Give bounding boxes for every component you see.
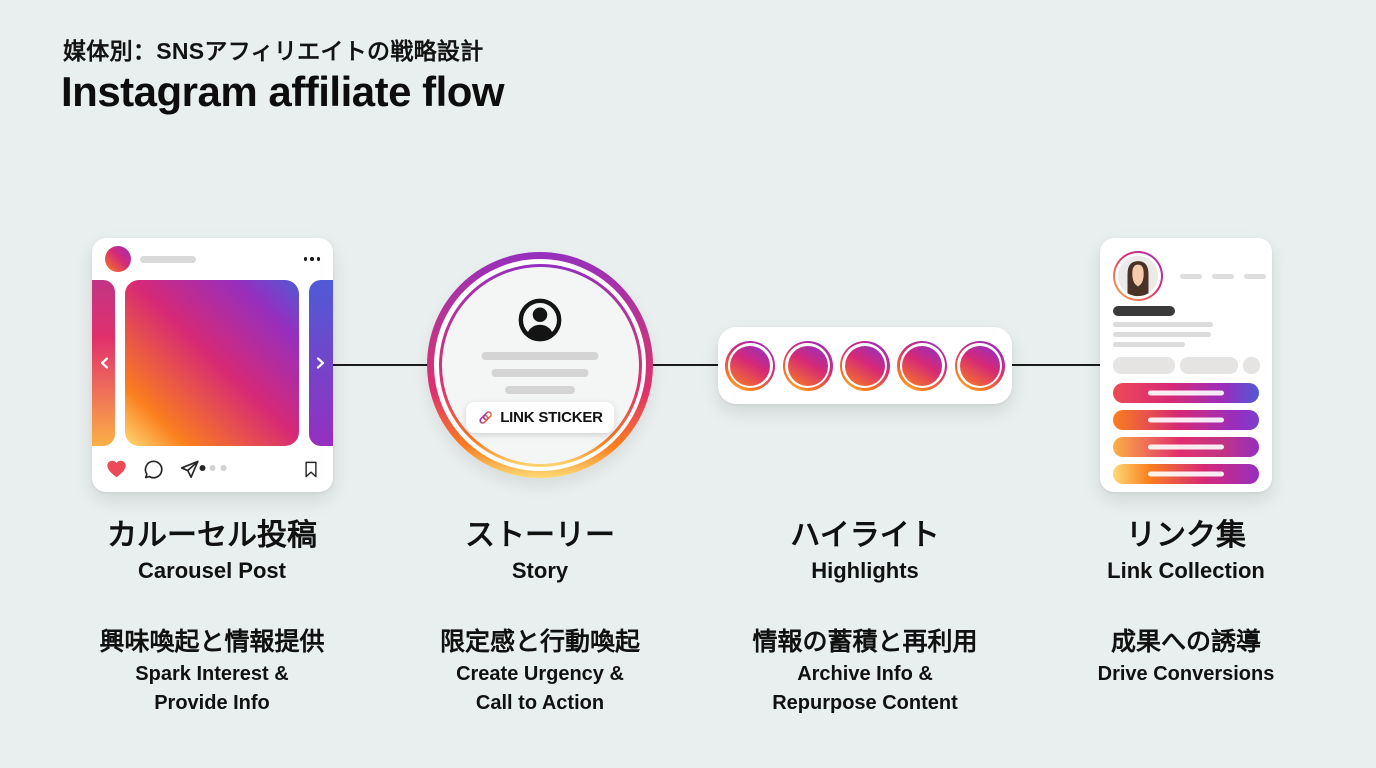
carousel-pagination-dots	[199, 465, 226, 471]
step-purpose-jp: 限定感と行動喚起	[439, 628, 640, 656]
link-collection-mockup	[1100, 238, 1272, 492]
carousel-slides	[92, 280, 333, 446]
profile-avatar[interactable]	[105, 246, 131, 272]
username-placeholder	[140, 255, 196, 263]
post-action-bar	[92, 446, 333, 492]
flow-connector	[1012, 364, 1100, 366]
stats-placeholder	[1180, 274, 1266, 279]
bio-placeholder	[1113, 332, 1211, 337]
step-purpose-en: Spark Interest & Provide Info	[135, 663, 289, 714]
step-name-jp: カルーセル投稿	[107, 519, 317, 552]
step-purpose-jp: 情報の蓄積と再利用	[752, 628, 978, 656]
step-name-jp: ストーリー	[465, 519, 615, 552]
link-button[interactable]	[1113, 437, 1259, 457]
step-label-link-collection: リンク集 Link Collection	[1026, 516, 1346, 586]
share-icon[interactable]	[179, 459, 200, 480]
highlight-circle[interactable]	[725, 340, 776, 391]
step-name-en: Highlights	[811, 558, 919, 583]
step-name-en: Carousel Post	[138, 558, 286, 583]
step-purpose-en: Drive Conversions	[1097, 663, 1275, 685]
story-text-placeholder	[505, 386, 575, 394]
link-button[interactable]	[1113, 410, 1259, 430]
highlight-circle[interactable]	[839, 340, 890, 391]
highlight-circle[interactable]	[897, 340, 948, 391]
story-text-placeholder	[481, 352, 599, 360]
action-button-placeholder[interactable]	[1180, 357, 1238, 374]
step-name-en: Link Collection	[1107, 558, 1265, 583]
bio-placeholder	[1113, 342, 1185, 347]
step-name-jp: リンク集	[1126, 519, 1246, 552]
action-button-placeholder[interactable]	[1243, 357, 1260, 374]
chevron-left-icon[interactable]	[97, 355, 113, 371]
link-button[interactable]	[1113, 383, 1259, 403]
link-sticker[interactable]: LINK STICKER	[466, 402, 614, 433]
step-purpose-en: Create Urgency & Call to Action	[456, 663, 624, 714]
step-purpose-carousel-post: 興味喚起と情報提供 Spark Interest & Provide Info	[52, 624, 372, 718]
action-button-placeholder[interactable]	[1113, 357, 1175, 374]
step-name-jp: ハイライト	[790, 519, 940, 552]
post-header	[92, 238, 333, 280]
link-icon	[479, 411, 492, 424]
chevron-right-icon[interactable]	[312, 355, 328, 371]
carousel-post-mockup	[92, 238, 333, 492]
profile-action-buttons	[1113, 357, 1260, 374]
link-label-placeholder	[1148, 444, 1224, 450]
profile-person-icon	[518, 298, 562, 342]
username-placeholder	[1113, 306, 1175, 316]
step-purpose-story: 限定感と行動喚起 Create Urgency & Call to Action	[380, 624, 700, 718]
link-label-placeholder	[1148, 471, 1224, 477]
link-sticker-label: LINK STICKER	[500, 409, 603, 426]
flow-connector	[653, 364, 718, 366]
carousel-slide-next	[309, 280, 333, 446]
step-purpose-en: Archive Info & Repurpose Content	[772, 663, 958, 714]
slide-subtitle-jp: 媒体別：SNSアフィリエイトの戦略設計	[63, 38, 484, 64]
profile-avatar[interactable]	[1113, 251, 1163, 301]
highlight-circle[interactable]	[954, 340, 1005, 391]
flow-connector	[333, 364, 427, 366]
step-purpose-jp: 成果への誘導	[1110, 628, 1261, 656]
highlight-circle[interactable]	[782, 340, 833, 391]
step-label-carousel-post: カルーセル投稿 Carousel Post	[52, 516, 372, 586]
carousel-slide-current	[125, 280, 299, 446]
bookmark-icon[interactable]	[302, 459, 320, 480]
slide-title: Instagram affiliate flow	[61, 68, 505, 115]
link-label-placeholder	[1148, 390, 1224, 396]
story-text-placeholder	[491, 369, 589, 377]
link-button[interactable]	[1113, 464, 1259, 484]
step-purpose-highlights: 情報の蓄積と再利用 Archive Info & Repurpose Conte…	[705, 624, 1025, 718]
link-label-placeholder	[1148, 417, 1224, 423]
step-purpose-link-collection: 成果への誘導 Drive Conversions	[1026, 624, 1346, 689]
comment-icon[interactable]	[143, 459, 164, 480]
woman-avatar-illustration	[1117, 255, 1159, 297]
step-label-highlights: ハイライト Highlights	[705, 516, 1025, 586]
like-icon[interactable]	[105, 458, 128, 480]
step-name-en: Story	[511, 558, 569, 583]
more-options-icon[interactable]	[303, 257, 320, 261]
highlights-mockup	[718, 327, 1012, 404]
step-purpose-jp: 興味喚起と情報提供	[99, 628, 325, 656]
story-mockup: LINK STICKER	[427, 252, 653, 478]
bio-placeholder	[1113, 322, 1213, 327]
step-label-story: ストーリー Story	[380, 516, 700, 586]
